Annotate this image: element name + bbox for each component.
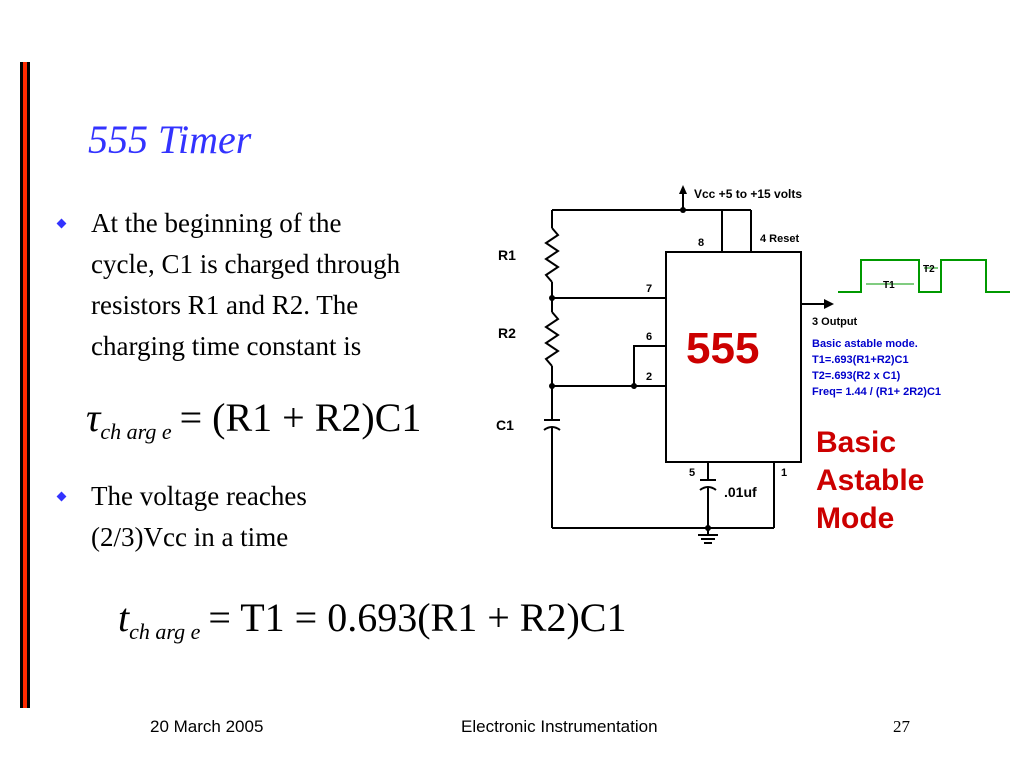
equation-1-rhs: = (R1 + R2)C1 — [179, 395, 422, 440]
equation-1-subscript: ch arg e — [100, 419, 172, 444]
supply-label: Vcc +5 to +15 volts — [694, 187, 802, 201]
output-arrow-icon — [824, 299, 834, 309]
footer-title: Electronic Instrumentation — [461, 717, 658, 736]
footer-page-number: 27 — [893, 717, 910, 736]
pin-8-label: 8 — [698, 237, 704, 249]
bullet-1-line-4: charging time constant is — [91, 331, 362, 361]
bullet-1: At the beginning of the cycle, C1 is cha… — [56, 203, 400, 367]
mode-label-line-3: Mode — [816, 502, 894, 535]
equation-2-rhs: = T1 = 0.693(R1 + R2)C1 — [208, 595, 627, 640]
note-1: Basic astable mode. — [812, 338, 918, 350]
pin-7-label: 7 — [646, 283, 652, 295]
output-waveform — [838, 259, 1010, 293]
equation-2-subscript: ch arg e — [129, 619, 201, 644]
equation-1-tau: τ — [86, 395, 101, 440]
bullet-2-text: The voltage reaches (2/3)Vcc in a time — [91, 476, 307, 558]
note-4: Freq= 1.44 / (R1+ 2R2)C1 — [812, 386, 941, 398]
wiring — [543, 209, 826, 544]
supply-arrow-icon — [679, 185, 687, 210]
bullet-1-line-3: resistors R1 and R2. The — [91, 290, 359, 320]
r2-label: R2 — [498, 325, 516, 341]
note-3: T2=.693(R2 x C1) — [812, 370, 901, 382]
555-chip — [665, 251, 802, 463]
bullet-diamond-icon — [56, 218, 67, 229]
t1-label: T1 — [883, 280, 895, 291]
footer-date: 20 March 2005 — [150, 717, 264, 736]
bullet-1-text: At the beginning of the cycle, C1 is cha… — [91, 203, 400, 367]
bullet-1-line-1: At the beginning of the — [91, 208, 342, 238]
bullet-2: The voltage reaches (2/3)Vcc in a time — [56, 476, 307, 558]
slide-title: 555 Timer — [88, 117, 252, 162]
mode-label-line-2: Astable — [816, 464, 924, 497]
c1-label: C1 — [496, 417, 514, 433]
equation-t-charge: tch arg e = T1 = 0.693(R1 + R2)C1 — [118, 595, 627, 643]
cap-label: .01uf — [724, 484, 757, 500]
pin-1-label: 1 — [781, 467, 787, 479]
output-label: 3 Output — [812, 316, 858, 328]
555-astable-circuit-diagram: Vcc +5 to +15 volts — [496, 185, 1010, 544]
t2-label: T2 — [923, 264, 935, 275]
pin-5-label: 5 — [689, 467, 695, 479]
left-accent-bar — [20, 62, 30, 708]
bullet-diamond-icon — [56, 491, 67, 502]
bullet-1-line-2: cycle, C1 is charged through — [91, 249, 401, 279]
r1-label: R1 — [498, 247, 516, 263]
note-2: T1=.693(R1+R2)C1 — [812, 354, 909, 366]
mode-label-line-1: Basic — [816, 426, 896, 459]
pin-6-label: 6 — [646, 331, 652, 343]
equation-2-t: t — [118, 595, 130, 640]
bullet-2-line-1: The voltage reaches — [91, 481, 307, 511]
pin-2-label: 2 — [646, 371, 652, 383]
reset-label: 4 Reset — [760, 233, 799, 245]
equation-tau-charge: τch arg e = (R1 + R2)C1 — [86, 395, 422, 443]
chip-label: 555 — [686, 324, 759, 373]
bullet-2-line-2: (2/3)Vcc in a time — [91, 522, 289, 552]
